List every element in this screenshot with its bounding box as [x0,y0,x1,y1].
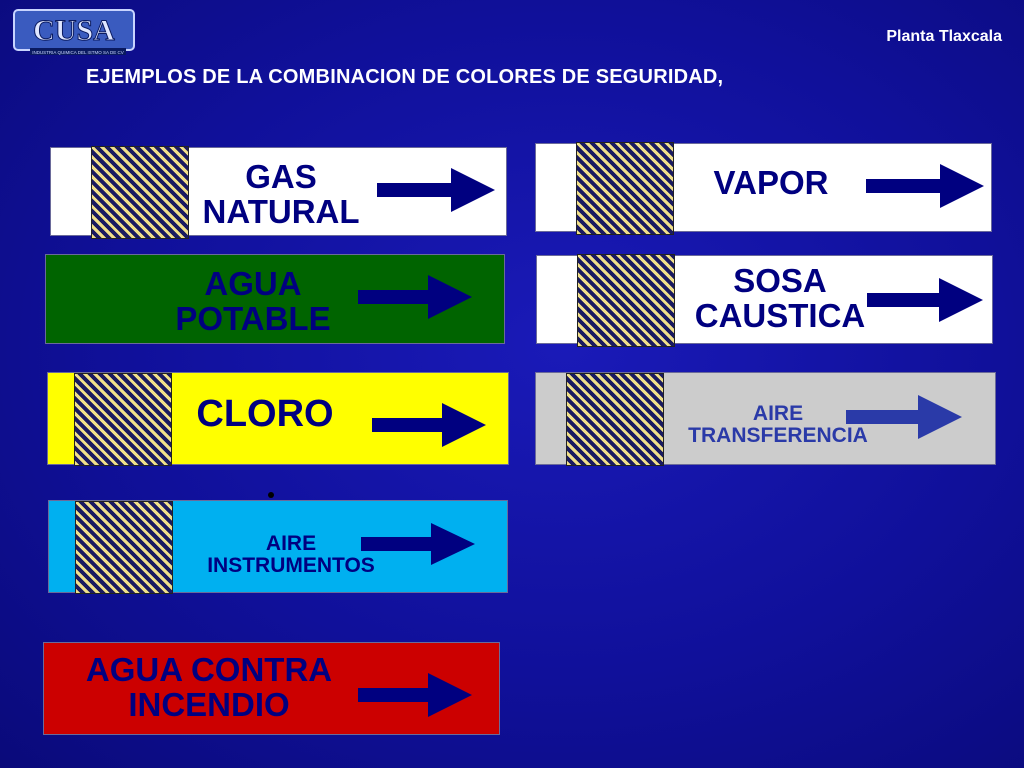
arrow-right-icon [377,168,495,212]
label-text: CLORO [196,393,334,435]
label-text: GAS NATURAL [202,158,360,230]
label-text: SOSA CAUSTICA [694,262,866,334]
label-cloro: CLORO [47,372,509,466]
logo-text: CUSA [33,14,115,47]
arrow-right-icon [867,278,983,322]
arrow-right-icon [846,395,962,439]
label-aire-transferencia: AIRE TRANSFERENCIA [535,372,996,466]
hazard-stripe [74,373,172,466]
arrow-right-icon [866,164,984,208]
hazard-stripe [576,142,674,235]
hazard-stripe [91,146,189,239]
label-text: AIRE INSTRUMENTOS [207,532,375,578]
label-text: AIRE TRANSFERENCIA [688,402,868,448]
logo-subtext: INDUSTRIA QUIMICA DEL ISTMO SA DE CV [32,50,124,55]
label-text: AGUA POTABLE [175,265,331,337]
arrow-right-icon [358,275,472,319]
decorative-dot [268,492,274,498]
label-text: AGUA CONTRA INCENDIO [85,651,333,723]
hazard-stripe [75,501,173,594]
label-sosa-caustica: SOSA CAUSTICA [536,254,993,347]
label-aire-instrumentos: AIRE INSTRUMENTOS [48,500,508,594]
hazard-stripe [577,254,675,347]
page-title: EJEMPLOS DE LA COMBINACION DE COLORES DE… [86,66,724,88]
label-agua-contra-incendio: AGUA CONTRA INCENDIO [43,642,500,735]
label-text: VAPOR [713,164,829,201]
plant-name: Planta Tlaxcala [886,28,1002,45]
hazard-stripe [566,373,664,466]
label-vapor: VAPOR [535,142,992,235]
arrow-right-icon [358,673,472,717]
label-gas-natural: GAS NATURAL [50,146,507,239]
arrow-right-icon [361,523,475,565]
label-agua-potable: AGUA POTABLE [45,254,505,344]
cusa-logo: CUSA INDUSTRIA QUIMICA DEL ISTMO SA DE C… [12,8,136,56]
arrow-right-icon [372,403,486,447]
